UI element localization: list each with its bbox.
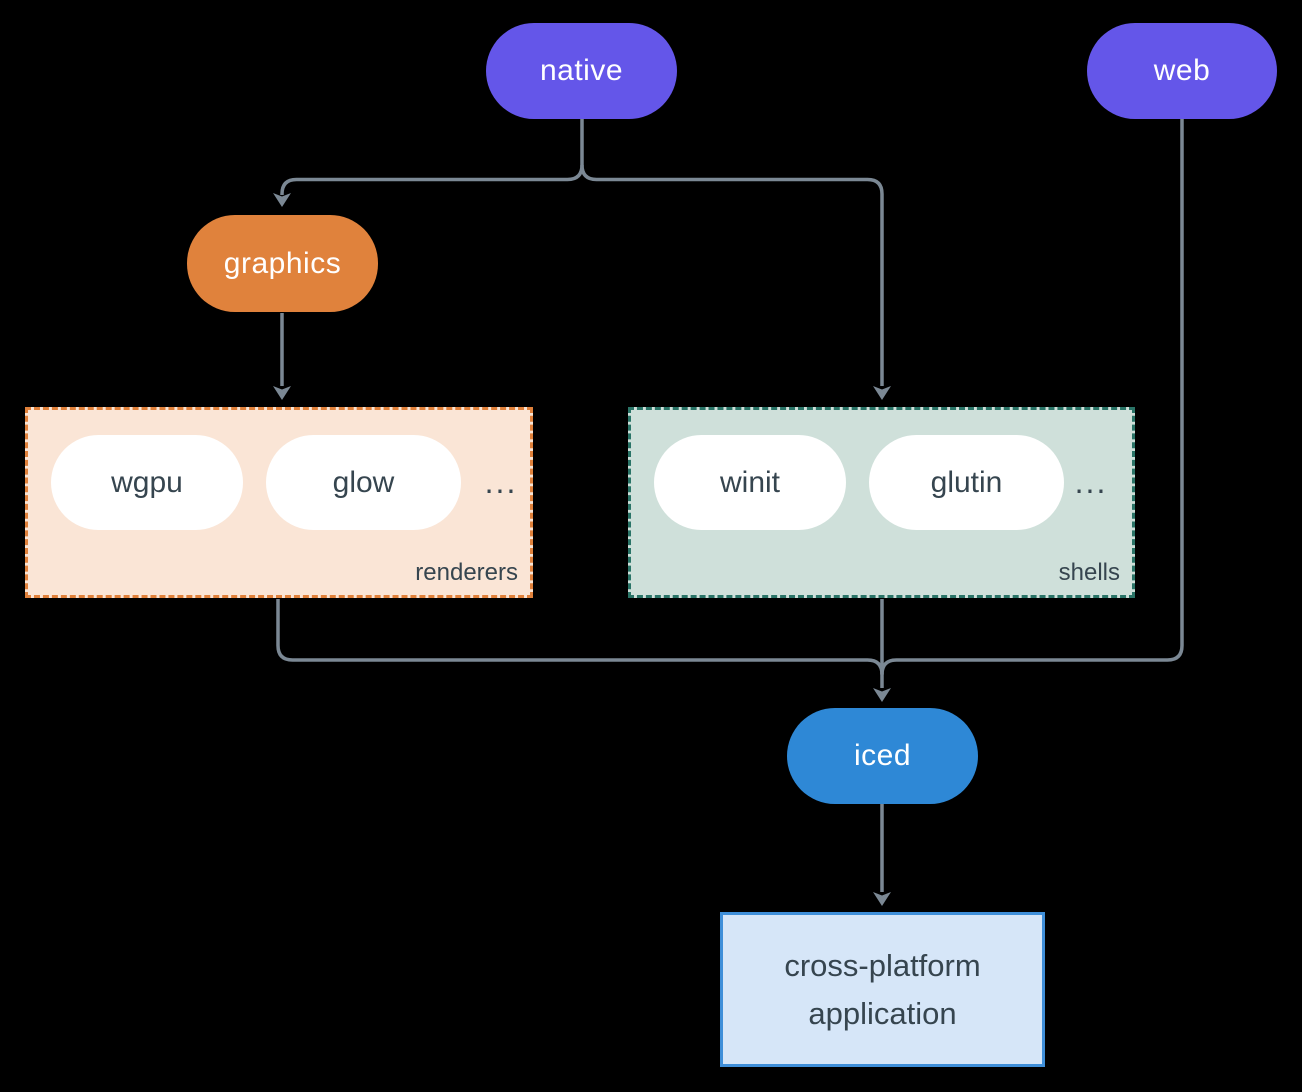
arrowhead-renderers [273, 386, 291, 400]
shells-group-label: shells [1058, 559, 1120, 586]
node-wgpu: wgpu [51, 435, 243, 530]
node-native: native [486, 23, 677, 119]
application-label-line2: application [808, 995, 957, 1031]
shells-ellipsis: ... [1074, 464, 1108, 500]
node-iced: iced [787, 708, 978, 804]
arrowhead-shells [873, 386, 891, 400]
node-glow-label: glow [332, 465, 395, 499]
node-cross-platform-application: cross-platform application [720, 912, 1045, 1067]
node-web-label: web [1153, 54, 1211, 87]
edge-renderers-iced [276, 599, 884, 675]
node-winit: winit [654, 435, 846, 530]
node-web: web [1087, 23, 1277, 119]
edge-native-graphics [280, 119, 584, 195]
node-glutin: glutin [869, 435, 1064, 530]
renderers-ellipsis: ... [484, 464, 518, 500]
node-winit-label: winit [719, 465, 780, 499]
node-iced-label: iced [853, 739, 912, 772]
arrowhead-graphics [273, 193, 291, 207]
group-shells: winit glutin ... shells [628, 407, 1135, 598]
edge-native-shells [580, 164, 884, 386]
node-glow: glow [266, 435, 461, 530]
arrowhead-iced [873, 688, 891, 702]
node-glutin-label: glutin [930, 465, 1003, 499]
node-graphics: graphics [187, 215, 378, 312]
application-label-line1: cross-platform [784, 947, 981, 983]
node-wgpu-label: wgpu [111, 465, 183, 499]
renderers-group-label: renderers [415, 559, 518, 586]
node-native-label: native [539, 54, 624, 87]
group-renderers: wgpu glow ... renderers [25, 407, 533, 598]
node-graphics-label: graphics [223, 246, 342, 280]
arrowhead-application [873, 892, 891, 906]
